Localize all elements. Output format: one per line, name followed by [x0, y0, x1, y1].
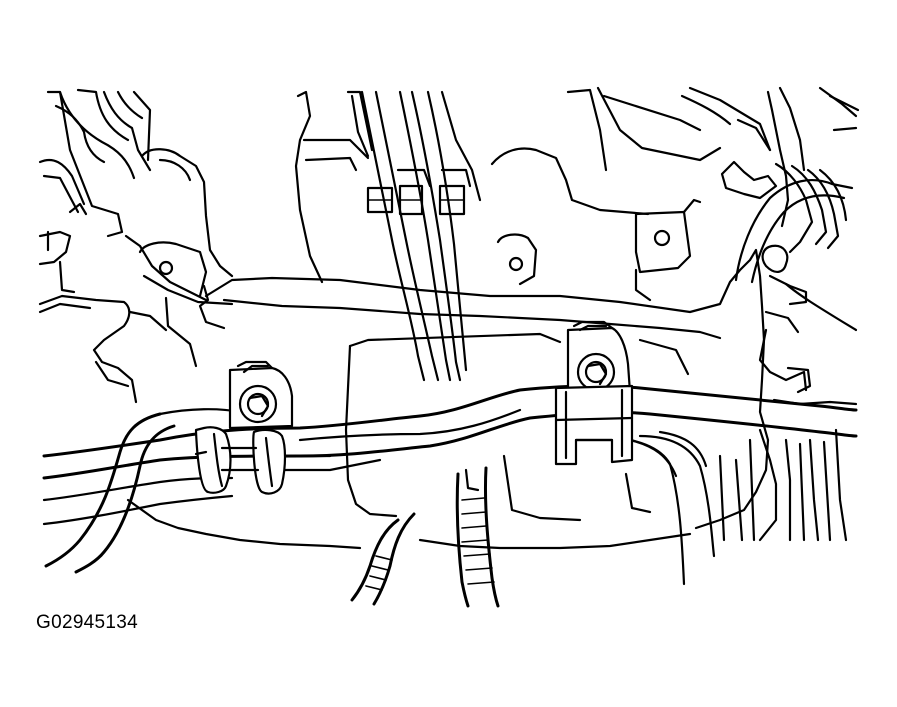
left-hose-assembly	[38, 88, 234, 404]
right-hose-clamp	[718, 160, 858, 542]
vertical-wire-harness	[360, 90, 468, 382]
figure-id-label: G02945134	[36, 612, 139, 633]
lower-flex-hoses	[350, 466, 500, 608]
transmission-housing	[126, 248, 770, 550]
right-pipe-clamp	[554, 320, 634, 466]
engine-block-outline	[140, 86, 860, 284]
main-fuel-pipes	[42, 384, 858, 586]
left-pipe-clamp	[194, 360, 294, 495]
